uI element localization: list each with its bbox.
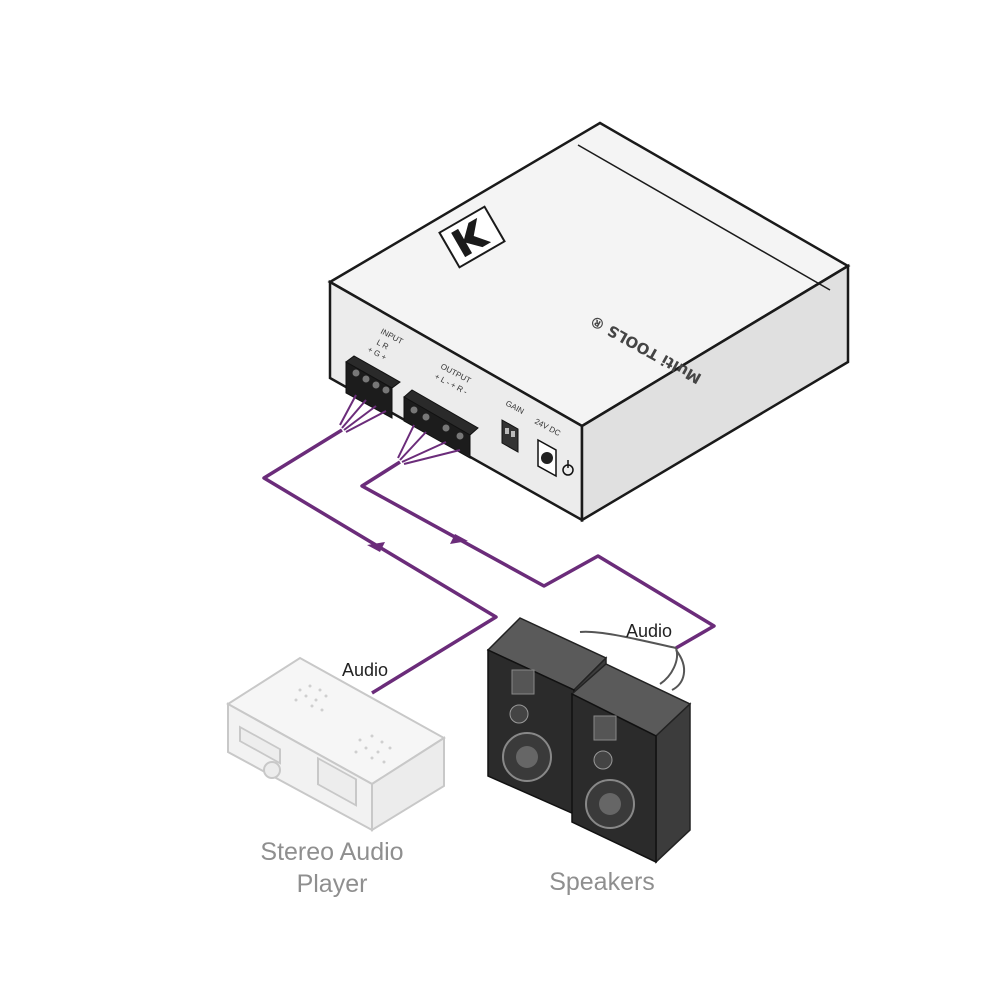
input-flow-arrow bbox=[367, 542, 385, 552]
player-side-face bbox=[371, 736, 445, 832]
output-terminal-block bbox=[403, 389, 479, 459]
player-display bbox=[239, 725, 281, 765]
player-grill-left bbox=[294, 684, 328, 712]
audio-cables bbox=[262, 394, 716, 695]
player-caption-line1: Stereo Audio bbox=[260, 838, 403, 866]
power-jack bbox=[537, 438, 574, 478]
device-top-groove bbox=[577, 144, 831, 291]
output-fan-wires bbox=[397, 424, 461, 465]
player-volume-knob bbox=[263, 761, 281, 779]
player-grill-right bbox=[354, 734, 392, 764]
player-cassette-deck bbox=[317, 756, 357, 807]
gain-switch bbox=[501, 419, 519, 453]
output-flow-arrow bbox=[450, 534, 468, 544]
speakers bbox=[486, 617, 692, 864]
stereo-audio-player bbox=[226, 656, 446, 832]
input-cable-label: Audio bbox=[342, 660, 388, 680]
kramer-logo bbox=[438, 205, 506, 269]
speakers-caption: Speakers bbox=[549, 868, 655, 896]
speaker-right bbox=[570, 663, 692, 864]
player-caption-line2: Player bbox=[297, 870, 368, 898]
input-cable bbox=[262, 428, 498, 695]
output-cable bbox=[360, 460, 716, 650]
speaker-wires bbox=[579, 630, 686, 691]
multitools-device: Multi TOOLS ® INPUT L R + G + OUTPUT + L… bbox=[327, 121, 851, 523]
input-fan-wires bbox=[339, 394, 387, 433]
output-cable-label: Audio bbox=[626, 621, 672, 641]
device-side-face bbox=[580, 263, 850, 523]
input-terminal-block bbox=[345, 355, 401, 419]
